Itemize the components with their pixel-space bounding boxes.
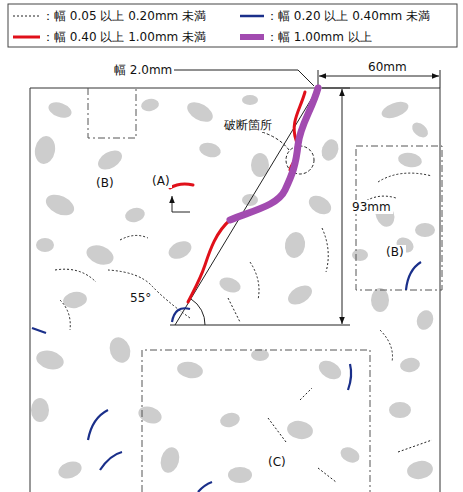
fine-cracks — [55, 173, 432, 482]
legend-text: ：幅 1.00mm 以上 — [266, 30, 372, 44]
aggregate — [306, 192, 335, 218]
aggregate — [352, 249, 368, 261]
aggregate — [124, 206, 147, 225]
aggregate — [46, 99, 73, 120]
aggregate — [34, 348, 66, 373]
aggregate — [286, 419, 315, 441]
aggregate — [242, 95, 258, 105]
legend-sample — [13, 36, 40, 39]
legend-text: ：幅 0.05 以上 0.20mm 未満 — [42, 9, 206, 23]
aggregate — [379, 99, 410, 122]
legend-text: ：幅 0.20 以上 0.40mm 未満 — [266, 9, 430, 23]
aggregate — [217, 275, 242, 296]
aggregate — [397, 151, 423, 169]
specimen-outline — [30, 88, 440, 492]
dimension-label: 幅 2.0mm — [112, 63, 174, 77]
aggregate — [43, 191, 78, 220]
aggregate — [198, 140, 223, 159]
aggregate — [95, 147, 126, 174]
region-label: (C) — [266, 455, 288, 469]
aggregate — [285, 282, 316, 309]
aggregate — [371, 288, 389, 312]
aggregate — [283, 230, 307, 259]
section-label: (A) — [150, 174, 172, 188]
aggregate — [31, 398, 49, 422]
aggregate — [140, 98, 160, 113]
aggregate — [399, 356, 421, 373]
dimension-label: 93mm — [350, 200, 393, 214]
callout-label: 破断箇所 — [222, 118, 274, 132]
legend-sample — [240, 34, 264, 40]
medium-cracks — [32, 262, 421, 492]
aggregate — [406, 459, 435, 481]
aggregate — [36, 238, 54, 252]
angle-label: 55° — [128, 291, 153, 305]
aggregate — [251, 349, 269, 361]
region-boxes — [88, 88, 442, 492]
aggregate — [56, 458, 84, 481]
aggregate — [414, 308, 436, 332]
aggregate-group — [31, 95, 436, 483]
aggregate — [106, 334, 134, 365]
aggregate — [136, 403, 164, 426]
legend-sample — [240, 15, 264, 18]
aggregate — [316, 357, 345, 383]
dimension-lines — [168, 70, 440, 325]
aggregate — [166, 238, 195, 263]
legend-text: ：幅 0.40 以上 1.00mm 未満 — [42, 30, 206, 44]
legend-sample — [13, 16, 40, 17]
aggregate — [184, 98, 216, 126]
aggregate — [219, 411, 242, 430]
aggregate — [319, 137, 342, 163]
aggregate — [158, 445, 182, 475]
dimension-label: 60mm — [366, 60, 409, 74]
aggregate — [33, 134, 58, 165]
aggregate — [389, 402, 411, 418]
region-label: (B) — [384, 245, 406, 259]
aggregate — [176, 360, 204, 380]
aggregate — [228, 467, 252, 483]
aggregate — [84, 242, 116, 268]
aggregate — [415, 223, 435, 237]
wide-cracks — [170, 88, 318, 302]
legend-frame — [8, 4, 457, 47]
region-label: (B) — [94, 176, 116, 190]
aggregate — [409, 120, 431, 141]
aggregate — [338, 444, 362, 465]
